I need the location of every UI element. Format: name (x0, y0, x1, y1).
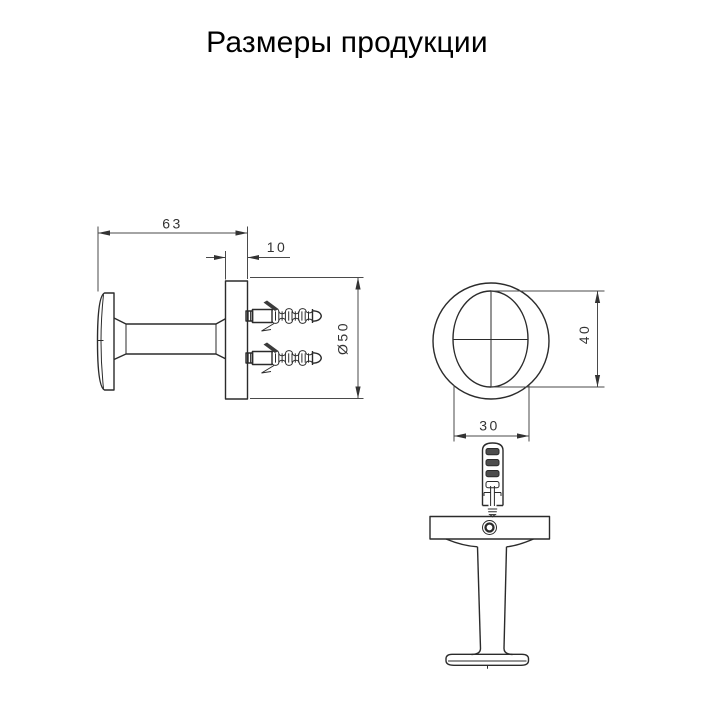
wall-anchor-top (245, 300, 322, 332)
dimension-total-depth: 63 (97, 216, 248, 292)
rosette-outer-circle (432, 282, 550, 400)
wall-anchor-vertical (481, 442, 504, 518)
dim-label-plate-thickness: 10 (267, 239, 288, 255)
dim-label-face-width: 30 (479, 418, 500, 434)
dimension-plate-thickness: 10 (206, 239, 290, 280)
crosshair-lines (453, 291, 528, 387)
page-title: Размеры продукции (206, 26, 488, 59)
dim-label-total-depth: 63 (162, 216, 183, 232)
front-view: 40 30 (432, 282, 605, 442)
side-view: 63 10 Ø50 (96, 216, 364, 400)
hook-stem-vertical (445, 538, 534, 656)
hook-front-disc (96, 292, 115, 391)
wall-plate-side (224, 280, 249, 400)
dimension-plate-diameter: Ø50 (250, 277, 364, 399)
screw-head (482, 520, 497, 535)
dimension-face-width: 30 (453, 385, 530, 442)
wall-plate-edge (429, 515, 551, 540)
dim-label-face-height: 40 (576, 324, 592, 345)
vertical-view (429, 442, 551, 669)
hook-base-disc (445, 653, 530, 669)
wall-anchor-bottom (245, 342, 322, 374)
dim-label-plate-diameter: Ø50 (335, 321, 351, 355)
dimension-face-height: 40 (491, 290, 605, 388)
hook-stem (113, 317, 226, 361)
